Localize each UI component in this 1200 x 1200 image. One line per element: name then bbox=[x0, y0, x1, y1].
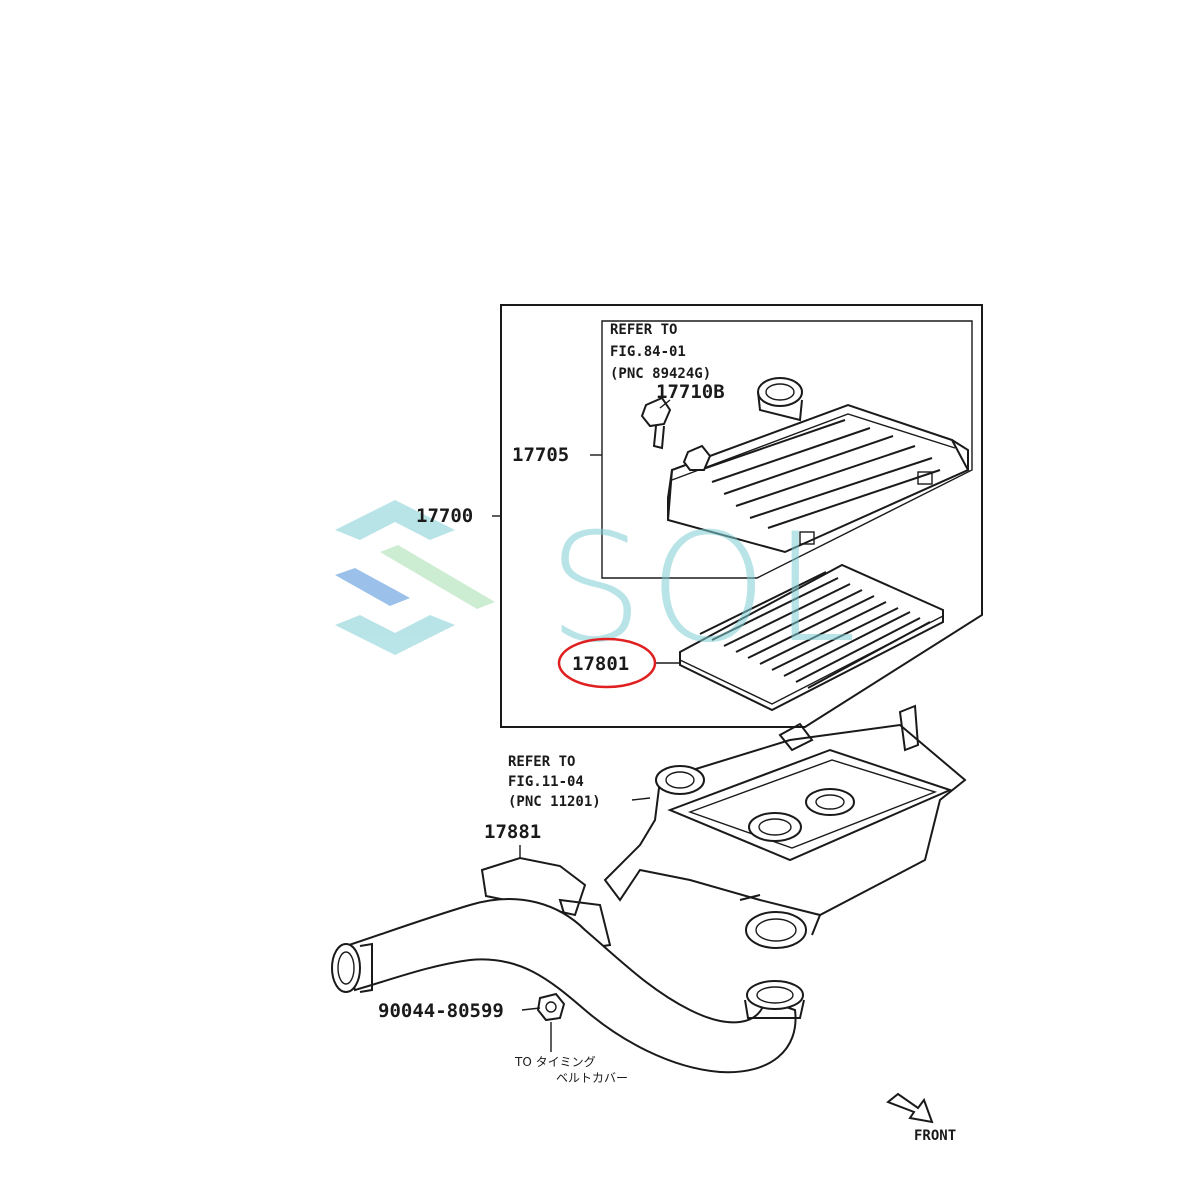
logo-chevron-top bbox=[335, 500, 455, 540]
label-17881: 17881 bbox=[484, 821, 541, 843]
refer-lower-line3: (PNC 11201) bbox=[508, 794, 601, 810]
highlight-circle-17801 bbox=[557, 637, 657, 689]
lid-sub-box bbox=[601, 320, 973, 579]
refer-lower-line1: REFER TO bbox=[508, 754, 575, 770]
logo-stripe-green bbox=[380, 545, 495, 609]
label-90044: 90044-80599 bbox=[378, 1000, 504, 1022]
air-filter-element bbox=[679, 563, 944, 712]
note-jp-line1: TO タイミング bbox=[514, 1055, 596, 1069]
label-17710b: 17710B bbox=[656, 381, 725, 403]
nut-90044 bbox=[536, 992, 566, 1052]
refer-upper-line3: (PNC 89424G) bbox=[610, 366, 711, 382]
front-direction-arrow bbox=[886, 1092, 934, 1124]
air-cleaner-lid bbox=[666, 377, 970, 554]
logo-chevron-bottom bbox=[335, 615, 455, 655]
leader-lines bbox=[492, 399, 680, 1011]
label-17700: 17700 bbox=[416, 505, 473, 527]
refer-upper-line1: REFER TO bbox=[610, 322, 677, 338]
intake-hose bbox=[331, 856, 805, 1074]
refer-upper-line2: FIG.84-01 bbox=[610, 344, 686, 360]
sol-watermark-logo: SOL bbox=[335, 500, 863, 676]
label-17801: 17801 bbox=[572, 653, 629, 675]
air-cleaner-case bbox=[603, 704, 967, 949]
refer-lower-line2: FIG.11-04 bbox=[508, 774, 584, 790]
sensor-17710b bbox=[640, 396, 712, 471]
assembly-outline-box bbox=[500, 304, 983, 728]
label-17705: 17705 bbox=[512, 444, 569, 466]
logo-stripe-blue bbox=[335, 568, 410, 606]
note-jp-line2: ベルトカバー bbox=[556, 1071, 628, 1085]
label-front: FRONT bbox=[914, 1128, 956, 1144]
watermark-text: SOL bbox=[548, 502, 863, 676]
